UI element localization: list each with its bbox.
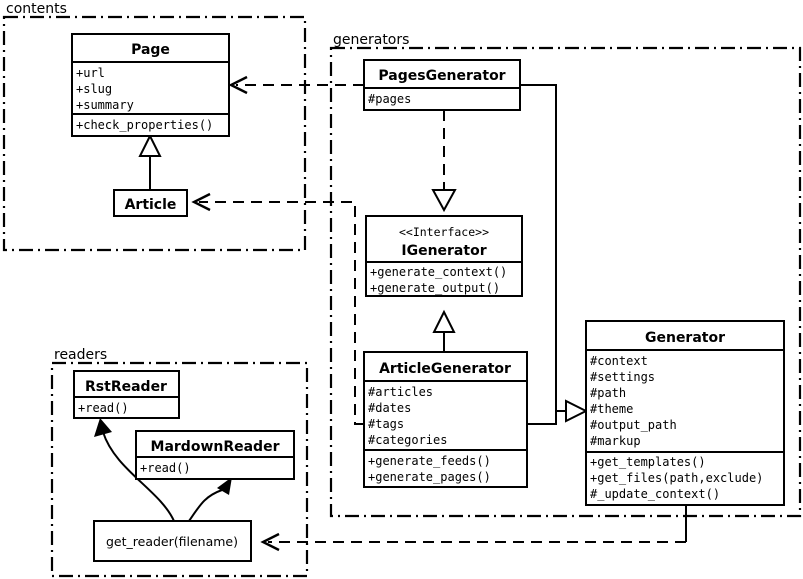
class-generator-attribute: #markup [590,434,641,448]
relationship-pagesgenerator-to-igenerator [431,110,457,213]
class-articlegenerator-attribute: #categories [368,433,447,447]
class-page-attribute: +url [76,66,105,80]
class-igenerator-stereotype: <<Interface>> [399,225,489,239]
class-generator-attribute: #theme [590,402,633,416]
class-page-attribute: +summary [76,98,134,112]
relationship-article-to-page [138,133,162,190]
relationship-articlegenerator-to-igenerator [432,309,456,352]
class-page-frame [71,33,230,137]
class-generator-attribute: #settings [590,370,655,384]
class-articlegenerator-frame [363,351,528,488]
class-mardownreader-method: +read() [140,461,191,475]
function-get-reader-label: get_reader(filename) [106,534,238,549]
class-igenerator-frame [365,215,523,297]
class-articlegenerator-attribute: #articles [368,385,433,399]
class-generator-attribute: #output_path [590,418,677,432]
relationship-generator-to-getreader [260,505,687,552]
hollow-triangle-arrowhead-icon [431,189,457,213]
class-pagesgenerator[interactable]: PagesGenerator #pages [363,59,521,111]
class-pagesgenerator-title: PagesGenerator [378,68,505,84]
class-generator-method: +get_files(path,exclude) [590,471,763,485]
class-generator-attribute: #path [590,386,626,400]
function-get-reader[interactable]: get_reader(filename) [93,520,252,562]
open-arrowhead-icon [228,75,248,95]
class-igenerator-title: IGenerator [401,243,486,259]
relationship-generators-to-generator [520,84,589,425]
generalization-line-pagesgenerator-generator [520,84,557,411]
class-generator[interactable]: Generator #context #settings #path #them… [585,320,785,506]
hollow-triangle-arrowhead-icon [565,399,589,423]
relationship-pagesgenerator-to-page [228,75,364,95]
class-generator-attribute: #context [590,354,648,368]
class-igenerator-method: +generate_output() [370,281,500,295]
open-arrowhead-icon [260,532,280,552]
package-contents: contents [2,1,307,252]
class-articlegenerator-method: +generate_feeds() [368,454,491,468]
package-generators: generators [329,32,802,518]
class-articlegenerator-title: ArticleGenerator [379,361,511,377]
class-article-frame [113,189,188,217]
class-rstreader-frame [73,370,180,419]
package-contents-label: contents [6,1,67,17]
hollow-triangle-arrowhead-icon [432,309,456,333]
class-generator-frame [585,320,785,506]
package-generators-border [329,46,802,518]
class-page-method: +check_properties() [76,118,213,132]
package-readers-label: readers [54,347,107,363]
package-generators-label: generators [333,32,409,48]
class-articlegenerator-attribute: #tags [368,417,404,431]
class-rstreader-method: +read() [78,401,129,415]
class-article-title: Article [125,197,177,213]
class-generator-method: #_update_context() [590,487,720,501]
class-igenerator[interactable]: <<Interface>> IGenerator +generate_conte… [365,215,523,297]
function-get-reader-frame [93,520,252,562]
package-contents-border [2,15,307,252]
generalization-line-articlegenerator-generator [527,411,557,425]
open-arrowhead-icon [191,192,211,212]
call-curve-getreader-mardownreader [188,489,223,522]
class-mardownreader-title: MardownReader [151,439,280,455]
relationship-articlegenerator-to-article [191,192,364,425]
package-readers: readers [50,347,309,578]
hollow-triangle-arrowhead-icon [138,133,162,157]
class-igenerator-method: +generate_context() [370,265,507,279]
solid-arrowhead-icon [217,477,232,495]
class-page-title: Page [131,42,170,58]
class-page[interactable]: Page +url +slug +summary +check_properti… [71,33,230,137]
class-articlegenerator-method: +generate_pages() [368,470,491,484]
class-rstreader-title: RstReader [85,379,167,395]
class-mardownreader[interactable]: MardownReader +read() [135,430,295,480]
solid-arrowhead-icon [94,418,112,437]
class-page-attribute: +slug [76,82,112,96]
class-mardownreader-frame [135,430,295,480]
class-pagesgenerator-attribute: #pages [368,92,411,106]
class-rstreader[interactable]: RstReader +read() [73,370,180,419]
dependency-line-articlegenerator-article [199,201,364,425]
class-article[interactable]: Article [113,189,188,217]
class-generator-method: +get_templates() [590,455,706,469]
class-generator-title: Generator [645,330,725,346]
class-articlegenerator-attribute: #dates [368,401,411,415]
class-articlegenerator[interactable]: ArticleGenerator #articles #dates #tags … [363,351,528,488]
class-pagesgenerator-frame [363,59,521,111]
relationship-getreader-to-mardownreader [188,477,232,522]
